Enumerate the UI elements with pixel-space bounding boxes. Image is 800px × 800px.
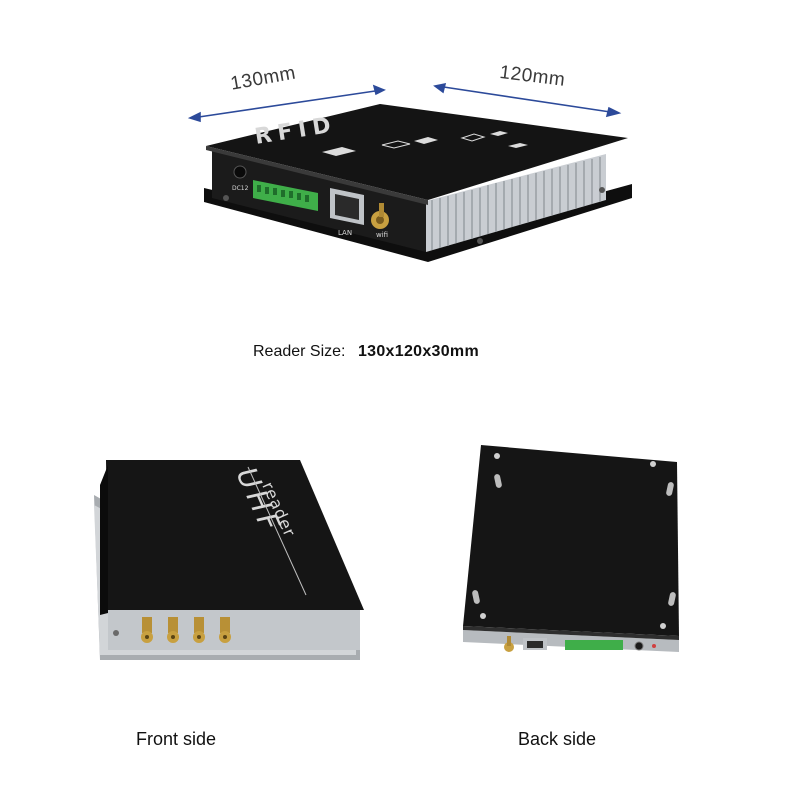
width-dimension-arrow <box>187 84 386 123</box>
back-ports <box>504 636 656 652</box>
front-side-image: UHF reader <box>94 460 364 660</box>
antenna-connector <box>141 617 153 643</box>
reader-top-image: RFID DC12 LAN wifi <box>187 82 632 262</box>
terminal-block <box>253 180 318 211</box>
antenna-connector <box>167 617 179 643</box>
antenna-connector <box>219 617 231 643</box>
back-side-image <box>463 445 679 652</box>
back-lid <box>463 445 679 636</box>
reader-size-value: 130x120x30mm <box>357 343 479 360</box>
heatsink-fins <box>426 154 606 252</box>
depth-dimension-arrow <box>433 82 622 118</box>
wifi-port-label: wifi <box>376 231 388 239</box>
antenna-connector <box>193 617 205 643</box>
front-panel <box>212 150 426 252</box>
reader-size-spec: Reader Size: 130x120x30mm <box>253 343 479 361</box>
top-lid <box>206 104 628 200</box>
dc-power-jack <box>233 165 247 179</box>
front-side-caption: Front side <box>136 729 217 749</box>
lan-port <box>330 188 364 225</box>
antenna-connectors <box>141 617 231 643</box>
lan-port-label: LAN <box>338 229 352 237</box>
mounting-screws <box>480 453 666 629</box>
front-lid <box>106 460 364 610</box>
dc-port-label: DC12 <box>232 185 249 192</box>
wifi-antenna-connector <box>371 203 389 229</box>
back-side-caption: Back side <box>518 729 597 749</box>
lid-decoration <box>322 131 528 156</box>
reader-size-label: Reader Size: <box>253 343 346 360</box>
